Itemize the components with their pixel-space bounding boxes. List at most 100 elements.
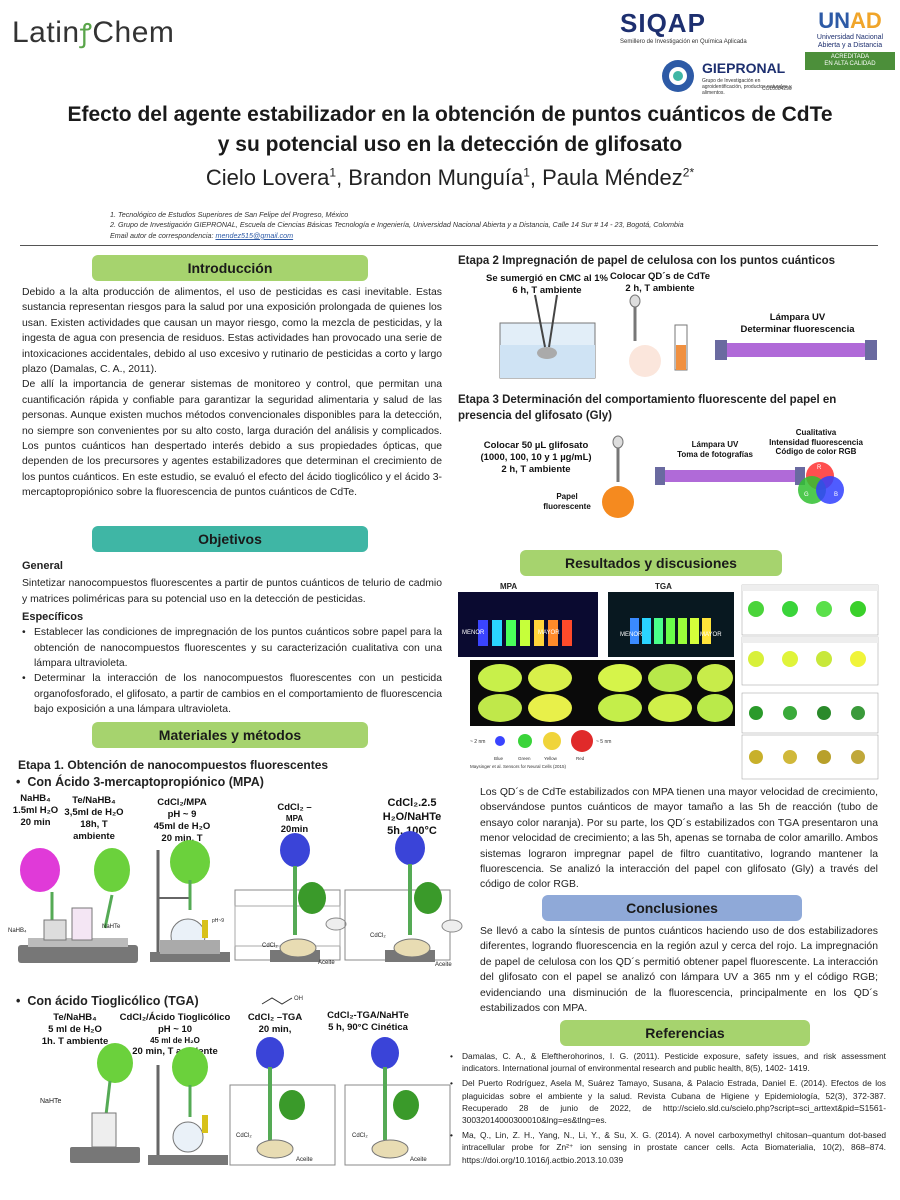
- svg-text:MENOR: MENOR: [462, 630, 485, 636]
- intro-body: Debido a la alta producción de alimentos…: [22, 285, 442, 500]
- affiliation-1: 1. Tecnológico de Estudios Superiores de…: [110, 210, 349, 219]
- header-divider: [20, 245, 878, 246]
- mpa-apparatus-diagram: NaHB₄ NaHTe pH~9 CdCl₂ Aceite CdCl₂ Acei…: [8, 831, 463, 968]
- specific-objective-2: Determinar la interacción de los nanocom…: [22, 671, 442, 717]
- unad-subtitle-2: Abierta y a Distancia: [817, 41, 883, 49]
- logo-text-chem: Chem: [92, 16, 175, 49]
- fluorescent-papers-photo: [470, 660, 735, 726]
- general-objective: Sintetizar nanocompuestos fluorescentes …: [22, 578, 442, 605]
- correspondence-line: Email autor de correspondencia: mendez51…: [110, 230, 294, 240]
- rgb-results-tables: [741, 584, 879, 780]
- materiales-heading: Materiales y métodos: [92, 722, 368, 748]
- author-2: Brandon Munguía: [348, 165, 524, 190]
- svg-text:G: G: [804, 492, 809, 498]
- intro-heading: Introducción: [92, 255, 368, 281]
- latinchem-logo: LatinꝭChem: [12, 14, 174, 50]
- svg-text:Aceite: Aceite: [435, 962, 452, 968]
- svg-text:~ 2 nm: ~ 2 nm: [470, 739, 485, 745]
- author-3: Paula Méndez: [542, 165, 683, 190]
- svg-text:MAYOR: MAYOR: [700, 632, 722, 638]
- svg-text:Blue: Blue: [494, 756, 504, 761]
- siqap-subtitle: Semillero de Investigación en Química Ap…: [620, 39, 747, 45]
- svg-text:MAYOR: MAYOR: [538, 630, 560, 636]
- etapa3-diagram: R G B: [602, 435, 844, 518]
- reference-2: Del Puerto Rodríguez, Asela M, Suárez Ta…: [450, 1077, 886, 1126]
- tga-fluorescence-photo: MENOR MAYOR: [608, 592, 734, 657]
- etapa3-step1-label: Colocar 50 µL glifosato(1000, 100, 10 y …: [480, 440, 592, 475]
- unad-accreditation-badge: ACREDITADA EN ALTA CALIDAD: [805, 52, 895, 70]
- svg-text:NaHTe: NaHTe: [102, 924, 121, 930]
- authors: Cielo Lovera1, Brandon Munguía1, Paula M…: [205, 165, 695, 190]
- giepronal-title: GIEPRONAL: [702, 60, 786, 76]
- svg-text:Green: Green: [518, 756, 531, 761]
- tga-photo-label: TGA: [655, 582, 672, 591]
- general-label: General: [22, 560, 63, 572]
- intro-paragraph-1: Debido a la alta producción de alimentos…: [22, 287, 442, 375]
- email-link[interactable]: mendez515@gmail.com: [215, 230, 294, 240]
- conclusiones-heading: Conclusiones: [542, 895, 802, 921]
- title-line-2: y su potencial uso en la detección de gl…: [217, 133, 683, 157]
- svg-text:Yellow: Yellow: [544, 756, 558, 761]
- svg-text:Maysinger et al. Sensors for N: Maysinger et al. Sensors for Neural Cell…: [470, 764, 567, 769]
- svg-text:Aceite: Aceite: [318, 960, 335, 966]
- svg-text:Aceite: Aceite: [410, 1157, 427, 1163]
- giepronal-gear-icon: [662, 60, 694, 92]
- chem-leaf-icon: ꝭ: [79, 18, 93, 48]
- etapa3-title: Etapa 3 Determinación del comportamiento…: [458, 394, 837, 423]
- siqap-logo: SIQAP Semillero de Investigación en Quím…: [620, 8, 750, 45]
- fluorescent-paper-icon: [602, 486, 634, 518]
- svg-text:CdCl₂: CdCl₂: [370, 933, 386, 939]
- specific-objectives-list: Establecer las condiciones de impregnaci…: [22, 625, 442, 717]
- affiliation-2: 2. Grupo de Investigación GIEPRONAL, Esc…: [110, 220, 684, 230]
- resultados-heading: Resultados y discusiones: [520, 550, 782, 576]
- reference-3: Ma, Q., Lin, Z. H., Yang, N., Li, Y., & …: [450, 1129, 886, 1166]
- specific-objective-1: Establecer las condiciones de impregnaci…: [22, 625, 442, 671]
- giepronal-logo: GIEPRONAL Grupo de Investigación en agro…: [658, 56, 798, 96]
- svg-text:~ 5 nm: ~ 5 nm: [596, 739, 611, 745]
- etapa2-step1-label: Se sumergió en CMC al 1%6 h, T ambiente: [486, 273, 608, 296]
- uv-lamp-icon: [720, 343, 870, 357]
- siqap-title: SIQAP: [620, 8, 706, 38]
- giepronal-subtitle: Grupo de Investigación en agroidentifica…: [702, 78, 792, 96]
- intro-paragraph-2: De allí la importancia de generar sistem…: [22, 379, 442, 499]
- svg-text:B: B: [834, 492, 838, 498]
- objetivos-heading: Objetivos: [92, 526, 368, 552]
- unad-title: UNAD: [818, 8, 882, 33]
- poster-title: Efecto del agente estabilizador en la ob…: [20, 100, 880, 161]
- svg-text:Red: Red: [576, 756, 585, 761]
- qd-size-diagram: ~ 2 nm ~ 5 nm Blue Green Yellow Red Mays…: [470, 730, 611, 769]
- magenta-balloon-icon: [20, 848, 60, 892]
- etapa2-title: Etapa 2 Impregnación de papel de celulos…: [458, 255, 836, 267]
- mpa-bullet: • Con Ácido 3-mercaptopropiónico (MPA): [16, 775, 264, 789]
- resultados-body: Los QD´s de CdTe estabilizados con MPA t…: [480, 787, 878, 891]
- mpa-photo-label: MPA: [500, 582, 518, 591]
- logo-text-latin: Latin: [12, 16, 80, 49]
- svg-text:NaHTe: NaHTe: [40, 1098, 62, 1105]
- affiliations: 1. Tecnológico de Estudios Superiores de…: [110, 210, 870, 241]
- conclusiones-body: Se llevó a cabo la síntesis de puntos cu…: [480, 926, 878, 1014]
- rgb-wheel-icon: [798, 462, 844, 504]
- objetivos-body: General Sintetizar nanocompuestos fluore…: [22, 558, 442, 718]
- svg-text:OH: OH: [294, 996, 303, 1002]
- etapa1-title: Etapa 1. Obtención de nanocompuestos flu…: [18, 758, 329, 772]
- unad-logo: UNAD Universidad Nacional Abierta y a Di…: [805, 8, 895, 70]
- svg-text:CdCl₂: CdCl₂: [236, 1133, 252, 1139]
- author-1: Cielo Lovera: [205, 165, 330, 190]
- unad-subtitle-1: Universidad Nacional: [816, 34, 884, 41]
- tga-apparatus-diagram: NaHTe CdCl₂ Aceite CdCl₂ Aceite: [40, 1037, 451, 1166]
- referencias-heading: Referencias: [560, 1020, 810, 1046]
- svg-text:NaHB₄: NaHB₄: [8, 928, 27, 934]
